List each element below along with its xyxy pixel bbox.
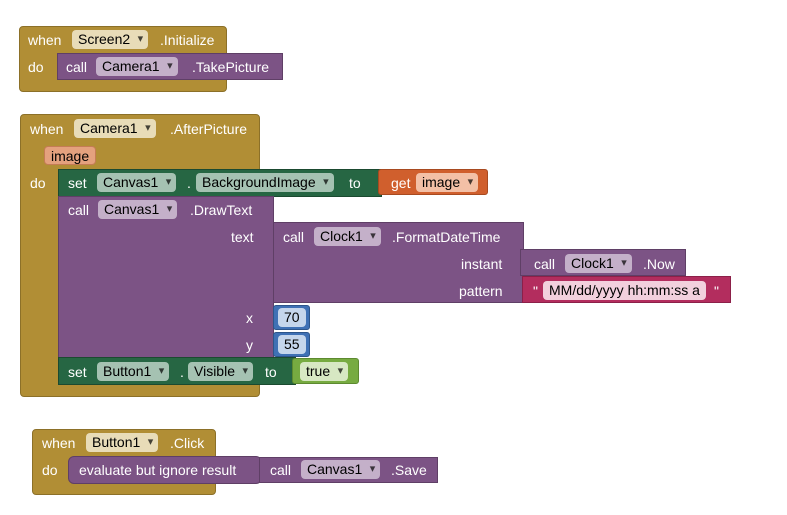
clock1-component-dropdown[interactable]: Clock1 <box>314 227 381 246</box>
get-keyword: get <box>391 175 411 191</box>
save-method-label: .Save <box>391 462 427 478</box>
dot-separator: . <box>180 364 184 380</box>
evaluate-but-ignore-result-block[interactable] <box>68 456 262 484</box>
y-number-field[interactable]: 55 <box>278 335 306 354</box>
camera1-component-dropdown[interactable]: Camera1 <box>96 57 178 76</box>
button1-component-dropdown[interactable]: Button1 <box>97 362 170 381</box>
canvas1-component-dropdown[interactable]: Canvas1 <box>301 460 381 479</box>
do-keyword: do <box>30 175 46 191</box>
dot-separator: . <box>187 175 191 191</box>
x-socket-label: x <box>246 310 253 326</box>
close-quote: " <box>714 283 719 299</box>
button1-component-dropdown[interactable]: Button1 <box>86 433 159 452</box>
initialize-event-label: .Initialize <box>160 32 215 48</box>
screen2-component-dropdown[interactable]: Screen2 <box>72 30 149 49</box>
y-socket-label: y <box>246 337 253 353</box>
afterpicture-event-label: .AfterPicture <box>170 121 248 137</box>
call-keyword: call <box>534 256 556 272</box>
do-keyword: do <box>42 462 58 478</box>
evaluate-label: evaluate but ignore result <box>79 462 237 478</box>
click-event-label: .Click <box>170 435 205 451</box>
instant-socket-label: instant <box>461 256 503 272</box>
when-keyword: when <box>30 121 64 137</box>
formatdatetime-method-label: .FormatDateTime <box>392 229 501 245</box>
image-parameter[interactable]: image <box>44 146 97 165</box>
true-value-dropdown[interactable]: true <box>300 362 349 381</box>
canvas1-component-dropdown[interactable]: Canvas1 <box>98 200 178 219</box>
to-keyword: to <box>265 364 277 380</box>
call-keyword: call <box>68 202 90 218</box>
takepicture-method-label: .TakePicture <box>192 59 270 75</box>
when-keyword: when <box>28 32 62 48</box>
clock1-component-dropdown[interactable]: Clock1 <box>565 254 632 273</box>
canvas1-component-dropdown[interactable]: Canvas1 <box>97 173 177 192</box>
do-keyword: do <box>28 59 44 75</box>
camera1-component-dropdown[interactable]: Camera1 <box>74 119 156 138</box>
pattern-socket-label: pattern <box>459 283 503 299</box>
open-quote: " <box>533 283 538 299</box>
visible-property-dropdown[interactable]: Visible <box>188 362 253 381</box>
call-keyword: call <box>283 229 305 245</box>
to-keyword: to <box>349 175 361 191</box>
when-keyword: when <box>42 435 76 451</box>
set-button1-visible-block[interactable] <box>58 357 296 385</box>
now-method-label: .Now <box>643 256 675 272</box>
call-keyword: call <box>270 462 292 478</box>
text-socket-label: text <box>231 229 254 245</box>
set-keyword: set <box>68 175 87 191</box>
backgroundimage-property-dropdown[interactable]: BackgroundImage <box>196 173 334 192</box>
canvas1-drawtext-call-block[interactable] <box>58 196 274 358</box>
call-keyword: call <box>66 59 88 75</box>
image-variable-dropdown[interactable]: image <box>416 173 479 192</box>
set-keyword: set <box>68 364 87 380</box>
pattern-text-field[interactable]: MM/dd/yyyy hh:mm:ss a <box>543 281 706 300</box>
drawtext-method-label: .DrawText <box>190 202 253 218</box>
x-number-field[interactable]: 70 <box>278 308 306 327</box>
